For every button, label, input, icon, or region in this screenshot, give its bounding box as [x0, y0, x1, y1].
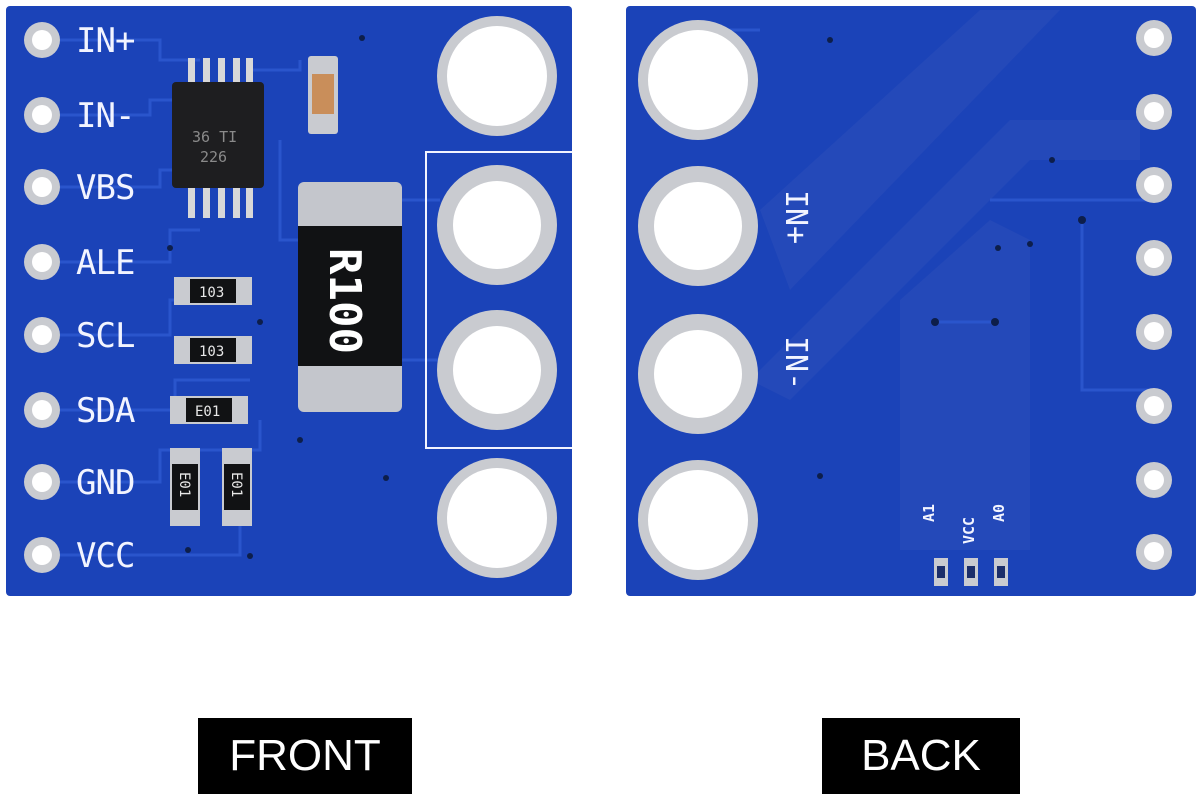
pin-label-gnd: GND [76, 463, 134, 503]
back-copper-pour [900, 220, 1030, 550]
back-vias [817, 37, 1086, 479]
smd-resistor: E01 [170, 396, 248, 424]
back-label-in-minus: IN- [778, 336, 813, 390]
front-board: IN+ IN- VBS ALE SCL SDA GND VCC 36 TI 22… [6, 6, 572, 596]
capacitor [308, 56, 338, 134]
back-caption: BACK [822, 718, 1020, 794]
front-terminal-outline [425, 151, 572, 449]
front-header-pins [24, 22, 60, 573]
back-copper-stripe [760, 10, 1060, 290]
smd-resistor: E01 [222, 448, 252, 526]
pin-label-ale: ALE [76, 243, 134, 283]
back-label-in-plus: IN+ [778, 190, 813, 244]
smd-resistor: 103 [174, 277, 252, 305]
smd-resistor: E01 [170, 448, 200, 526]
shunt-resistor: R100 [298, 182, 402, 412]
smd-resistor-marking: E01 [195, 404, 220, 420]
pin-label-vbs: VBS [76, 168, 134, 208]
front-terminal-holes [437, 16, 557, 578]
shunt-resistor-marking: R100 [319, 248, 370, 354]
smd-resistor-marking: E01 [176, 472, 192, 497]
front-vias [167, 35, 389, 559]
back-terminal-holes [638, 20, 758, 580]
smd-resistor: 103 [174, 336, 252, 364]
chip-marking-line1: 36 TI [192, 128, 237, 146]
address-label-a0: A0 [990, 504, 1008, 522]
pin-label-in-plus: IN+ [76, 21, 135, 61]
address-jumper-pads [934, 558, 1008, 586]
pin-label-in-minus: IN- [76, 96, 134, 136]
back-header-pins [1136, 20, 1172, 570]
smd-resistor-marking: 103 [199, 285, 224, 301]
address-label-vcc: VCC [960, 517, 978, 544]
front-caption: FRONT [198, 718, 412, 794]
ina226-chip: 36 TI 226 [172, 58, 264, 218]
pin-label-vcc: VCC [76, 536, 134, 576]
smd-resistor-marking: E01 [228, 472, 244, 497]
smd-resistor-marking: 103 [199, 344, 224, 360]
back-copper-stripe [750, 120, 1140, 400]
back-board: IN+ IN- A1 VCC A0 [626, 6, 1196, 596]
chip-marking-line2: 226 [200, 148, 227, 166]
pin-label-sda: SDA [76, 391, 135, 431]
address-label-a1: A1 [920, 504, 938, 522]
pin-label-scl: SCL [76, 316, 134, 356]
